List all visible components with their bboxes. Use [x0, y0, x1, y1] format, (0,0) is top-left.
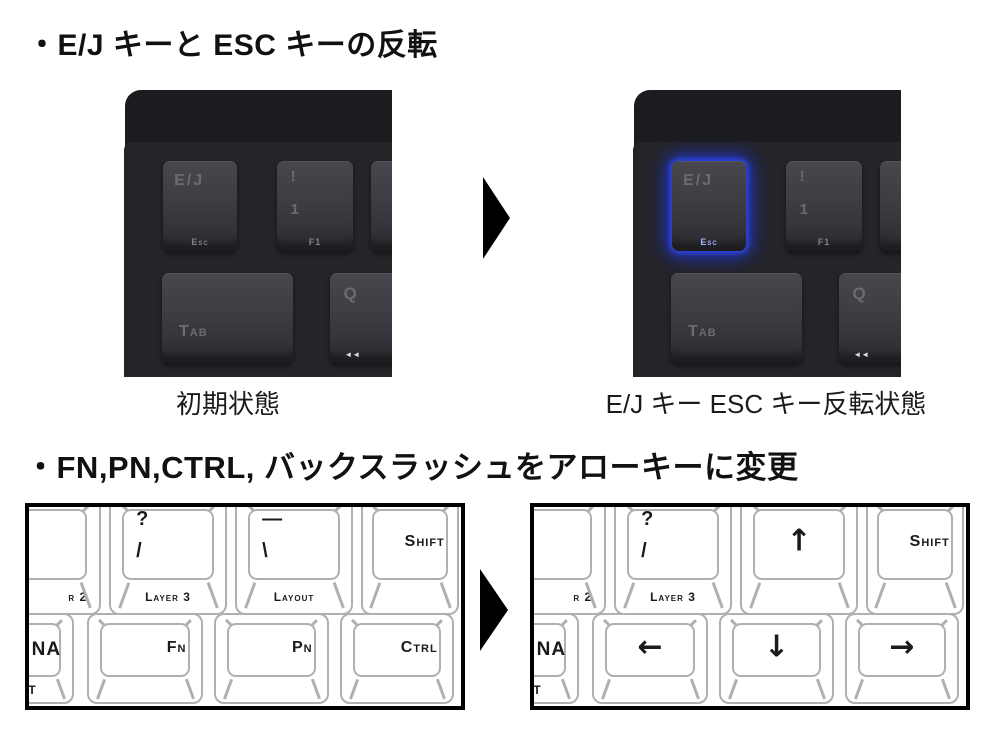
layout-diagram-after: r 2 ? / Layer 3 ↑ Shift NA T ← ↓ → [530, 503, 970, 710]
key-front-legend: T [533, 682, 541, 697]
right-arrow-icon [483, 177, 510, 259]
keycap-face [29, 622, 62, 677]
keycap-face [29, 509, 88, 580]
keycap-face [753, 509, 845, 580]
key-front-legend: Layer 3 [650, 589, 696, 604]
key-legend: — [262, 508, 283, 531]
photo-key-1: ! 1 F1 [786, 161, 862, 251]
key-legend: / [136, 540, 142, 563]
key-front-legend: Esc [700, 237, 718, 247]
section1-heading: ・E/J キーと ESC キーの反転 [27, 29, 438, 62]
photo-key-ej-glowing: E/J Esc [672, 161, 746, 251]
key-front-legend: ◄◄ [344, 350, 361, 359]
key-arrow-up: ↑ [740, 507, 858, 615]
key-legend: 1 [799, 200, 809, 218]
key-legend: 1 [290, 200, 300, 218]
key-front-legend: Layout [273, 589, 315, 604]
caption-swapped-state: E/J キー ESC キー反転状態 [605, 389, 927, 419]
key-front-legend: ◄◄ [853, 350, 870, 359]
key-legend: Ctrl [400, 639, 438, 657]
keyboard-photo-before: E/J Esc ! 1 F1 Tab Q ◄◄ [115, 85, 392, 377]
keyboard-photo-after: E/J Esc ! 1 F1 Tab Q ◄◄ [624, 85, 901, 377]
photo-key-tab: Tab [162, 273, 293, 363]
photo-key-q: Q ◄◄ [839, 273, 901, 363]
photo-key-q: Q ◄◄ [330, 273, 392, 363]
key-slash: ? / Layer 3 [109, 507, 227, 615]
key-front-legend: T [28, 682, 36, 697]
key-legend: Shift [909, 533, 950, 551]
keycap-face [122, 509, 214, 580]
key-legend: Pn [291, 639, 313, 657]
key-pn: Pn [214, 613, 329, 704]
key-shift: Shift [361, 507, 459, 615]
down-arrow-legend: ↓ [763, 629, 790, 665]
key-legend: NA [536, 638, 567, 660]
photo-key-partial [880, 161, 901, 251]
keycap-face [534, 622, 567, 677]
photo-key-ej: E/J Esc [163, 161, 237, 251]
key-legend: ? [641, 508, 654, 531]
key-front-legend: Layer 3 [145, 589, 191, 604]
key-front-legend: r 2 [573, 589, 593, 604]
keycap-face [732, 622, 821, 677]
key-front-legend: Esc [191, 237, 209, 247]
keycap-face [372, 509, 448, 580]
photo-key-1: ! 1 F1 [277, 161, 353, 251]
key-legend: \ [262, 540, 268, 563]
layout-diagram-before: r 2 ? / Layer 3 — \ Layout Shift NA T Fn… [25, 503, 465, 710]
key-legend: ! [799, 168, 805, 186]
photo-key-tab: Tab [671, 273, 802, 363]
keycap-face [248, 509, 340, 580]
section2-heading: ・FN,PN,CTRL, バックスラッシュをアローキーに変更 [25, 450, 799, 485]
key-legend: ? [136, 508, 149, 531]
keycap-face [858, 622, 946, 677]
keycap-face [100, 622, 190, 677]
key-arrow-left: ← [592, 613, 708, 704]
right-arrow-legend: → [889, 629, 915, 665]
left-arrow-legend: ← [637, 629, 663, 665]
key-front-legend: F1 [817, 237, 831, 247]
key-legend: / [641, 540, 647, 563]
keycap-face [534, 509, 593, 580]
key-legend: Tab [688, 323, 717, 341]
key-legend: Q [852, 283, 866, 303]
key-legend: E/J [683, 171, 714, 189]
keycap-face [605, 622, 695, 677]
keycap-face [877, 509, 953, 580]
key-arrow-right: → [845, 613, 959, 704]
key-layer2-partial: r 2 [29, 507, 101, 615]
key-legend: E/J [174, 171, 205, 189]
key-legend: Tab [179, 323, 208, 341]
key-front-legend: r 2 [68, 589, 88, 604]
key-layer2-partial: r 2 [534, 507, 606, 615]
up-arrow-legend: ↑ [786, 523, 812, 559]
key-legend: ! [290, 168, 296, 186]
key-backslash: — \ Layout [235, 507, 353, 615]
key-front-legend: F1 [308, 237, 322, 247]
key-legend: NA [31, 638, 62, 660]
key-legend: Shift [404, 533, 445, 551]
right-arrow-icon [480, 569, 508, 651]
key-slash: ? / Layer 3 [614, 507, 732, 615]
key-ctrl: Ctrl [340, 613, 454, 704]
key-legend: Q [343, 283, 357, 303]
keycap-face [353, 622, 441, 677]
key-fn: Fn [87, 613, 203, 704]
key-kana-partial: NA T [28, 613, 74, 704]
key-arrow-down: ↓ [719, 613, 834, 704]
caption-initial-state: 初期状態 [175, 389, 280, 419]
key-kana-partial: NA T [533, 613, 579, 704]
photo-key-partial [371, 161, 392, 251]
key-legend: Fn [166, 639, 187, 657]
keycap-face [227, 622, 316, 677]
key-shift: Shift [866, 507, 964, 615]
keycap-face [627, 509, 719, 580]
